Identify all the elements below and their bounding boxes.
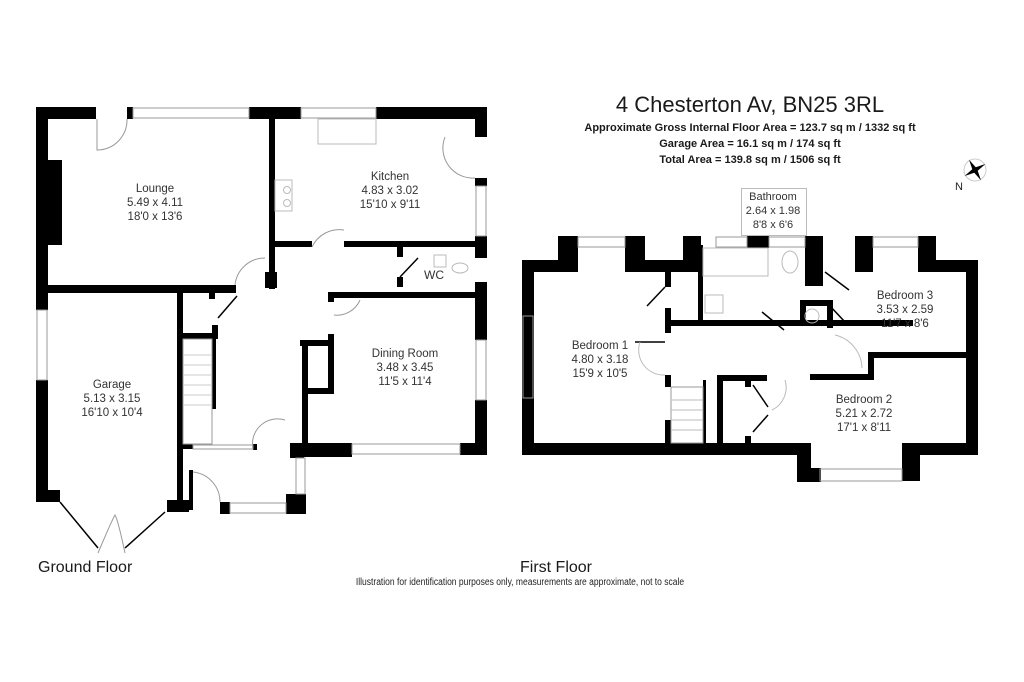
compass-rose-icon: N [955,155,989,193]
property-address-title: 4 Chesterton Av, BN25 3RL [615,92,885,117]
first-floor-label: First Floor [520,559,592,576]
garage-area: Garage Area = 16.1 sq m / 174 sq ft [659,138,841,150]
bathroom-label-box [741,188,807,236]
kitchen-fixtures [274,118,469,274]
ground-floor-windows [36,107,487,514]
room-label-wc: WC [424,268,444,282]
first-floor-windows [522,236,919,482]
gross-internal-area: Approximate Gross Internal Floor Area = … [584,122,916,134]
compass-north-label: N [955,181,963,193]
bathroom-fixtures [638,247,863,431]
ground-floor-walls [36,107,487,514]
ground-floor-stairs [183,354,212,406]
first-floor-door-leaves [635,271,850,433]
disclaimer-text: Illustration for identification purposes… [355,577,685,588]
total-area: Total Area = 139.8 sq m / 1506 sq ft [659,154,841,166]
ground-floor-label: Ground Floor [38,559,133,576]
ground-floor-doors [96,118,476,554]
first-floor-walls [522,236,978,482]
ground-floor-door-leaves [59,257,419,549]
